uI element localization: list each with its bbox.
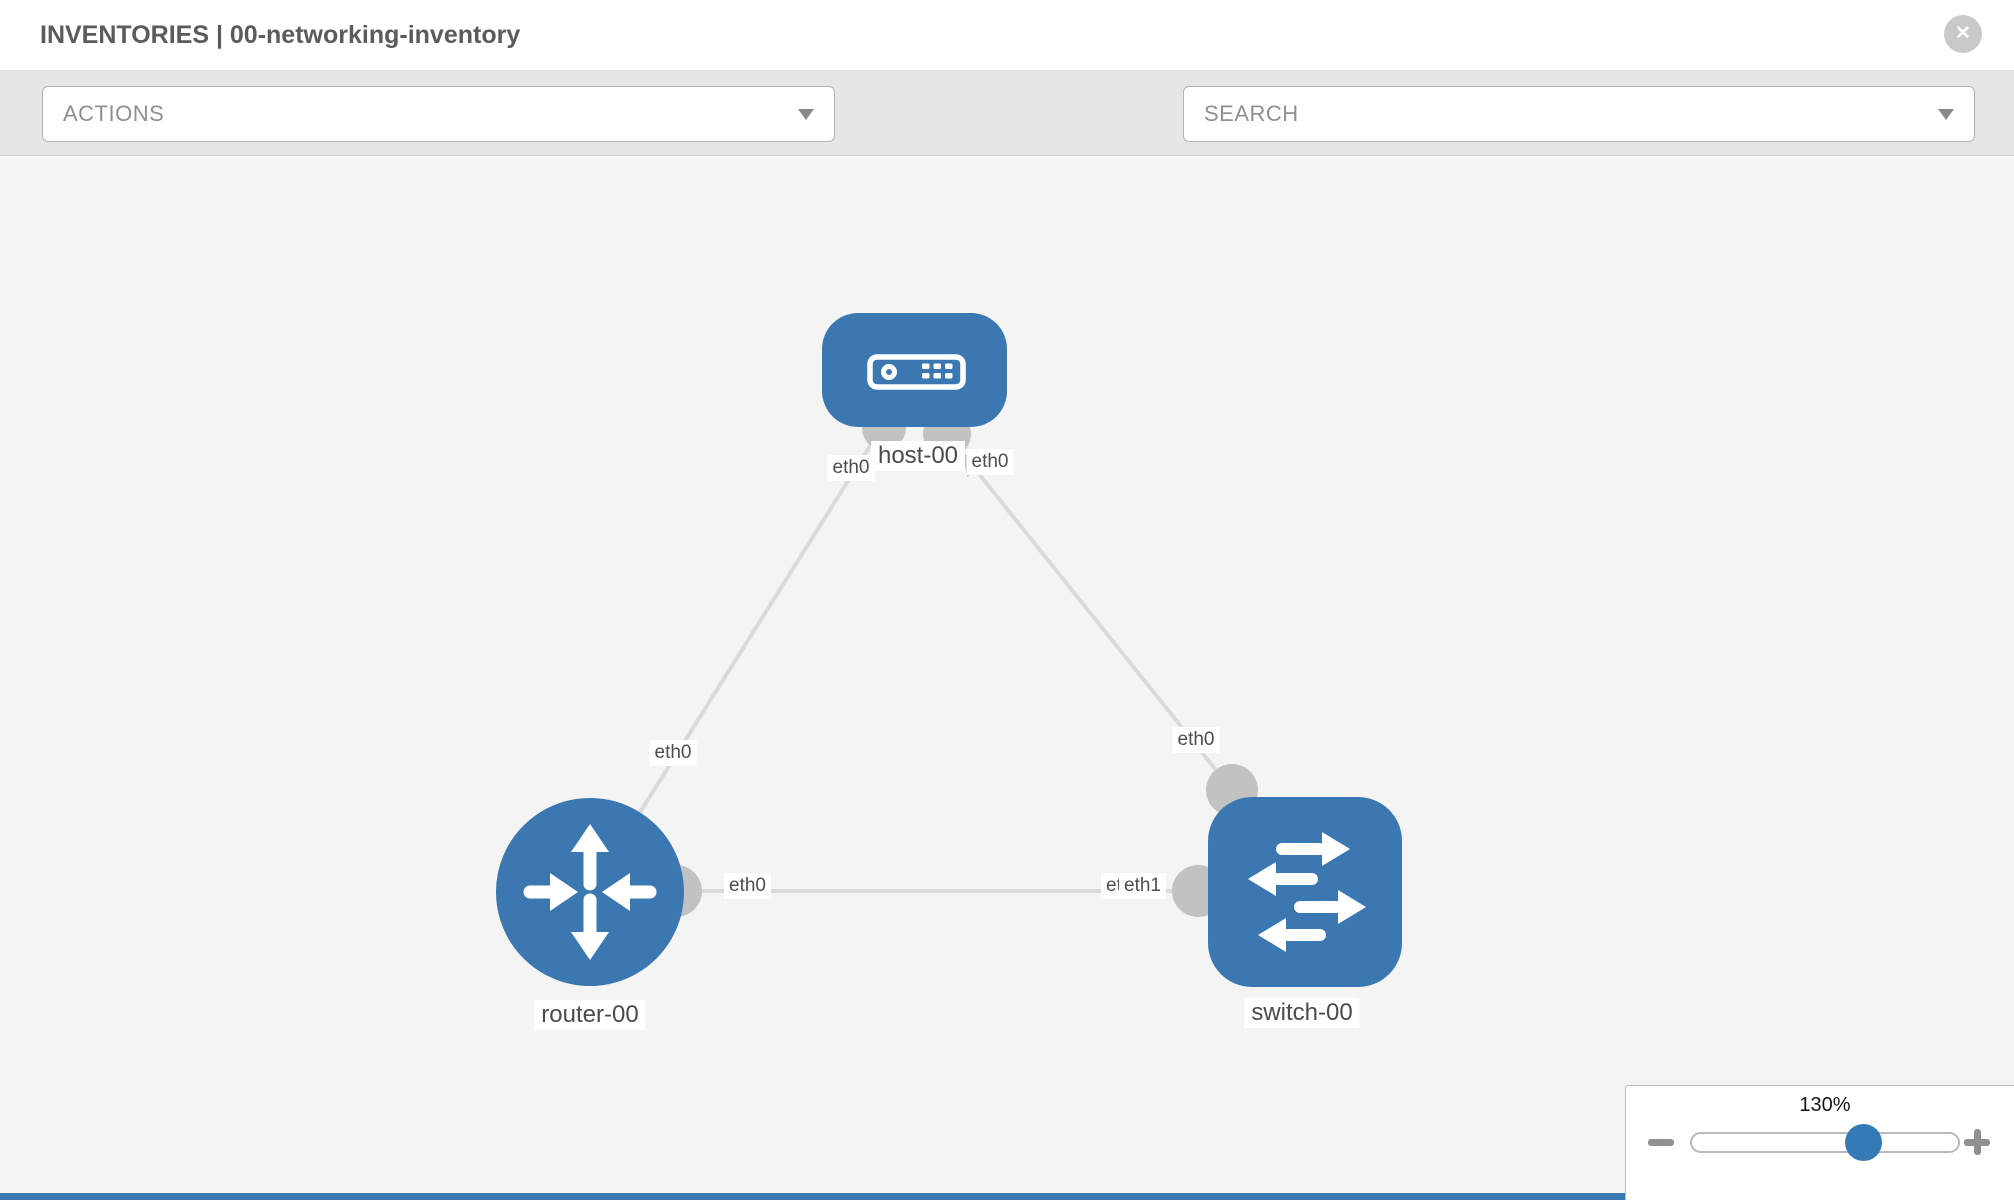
search-dropdown-label: SEARCH [1204,101,1299,126]
zoom-slider-track[interactable] [1690,1132,1960,1153]
interface-label: eth0 [724,873,771,899]
zoom-out-button[interactable] [1648,1139,1674,1146]
node-label-host: host-00 [870,441,966,471]
interface-label: eth0 [649,740,697,766]
actions-dropdown-label: ACTIONS [63,101,165,126]
bottom-accent-bar [0,1193,1625,1200]
zoom-control-panel: 130% [1625,1085,2014,1200]
interface-label: eth0 [966,449,1014,475]
interface-label: eth0 [827,455,875,481]
zoom-in-button[interactable] [1964,1129,1990,1155]
node-host-00[interactable] [822,313,1007,427]
interface-label: eth1 [1119,873,1166,899]
interface-label: eth0 [1172,727,1220,753]
plus-icon [1974,1129,1981,1155]
close-button[interactable]: ✕ [1944,15,1982,53]
header: INVENTORIES | 00-networking-inventory ✕ [0,0,2014,71]
search-dropdown[interactable]: SEARCH [1183,86,1975,142]
router-arrows-icon [523,824,657,960]
chevron-down-icon [1938,108,1954,120]
node-label-switch: switch-00 [1244,998,1360,1028]
toolbar: ACTIONS SEARCH [0,71,2014,203]
actions-dropdown[interactable]: ACTIONS [42,86,835,142]
node-router-00[interactable] [496,798,684,986]
chevron-down-icon [798,108,814,120]
switch-arrows-icon [1248,832,1366,952]
topology-canvas[interactable]: eth0 eth0 eth0 eth0 eth0 eth0 eth1 host-… [0,157,2014,1200]
zoom-slider-thumb[interactable] [1845,1124,1882,1161]
zoom-level: 130% [1799,1094,1851,1116]
node-label-router: router-00 [534,1000,646,1030]
links-layer [588,406,1258,917]
page-title: INVENTORIES | 00-networking-inventory [40,21,521,49]
node-switch-00[interactable] [1208,797,1402,987]
close-icon: ✕ [1955,23,1971,44]
server-icon [867,354,966,390]
